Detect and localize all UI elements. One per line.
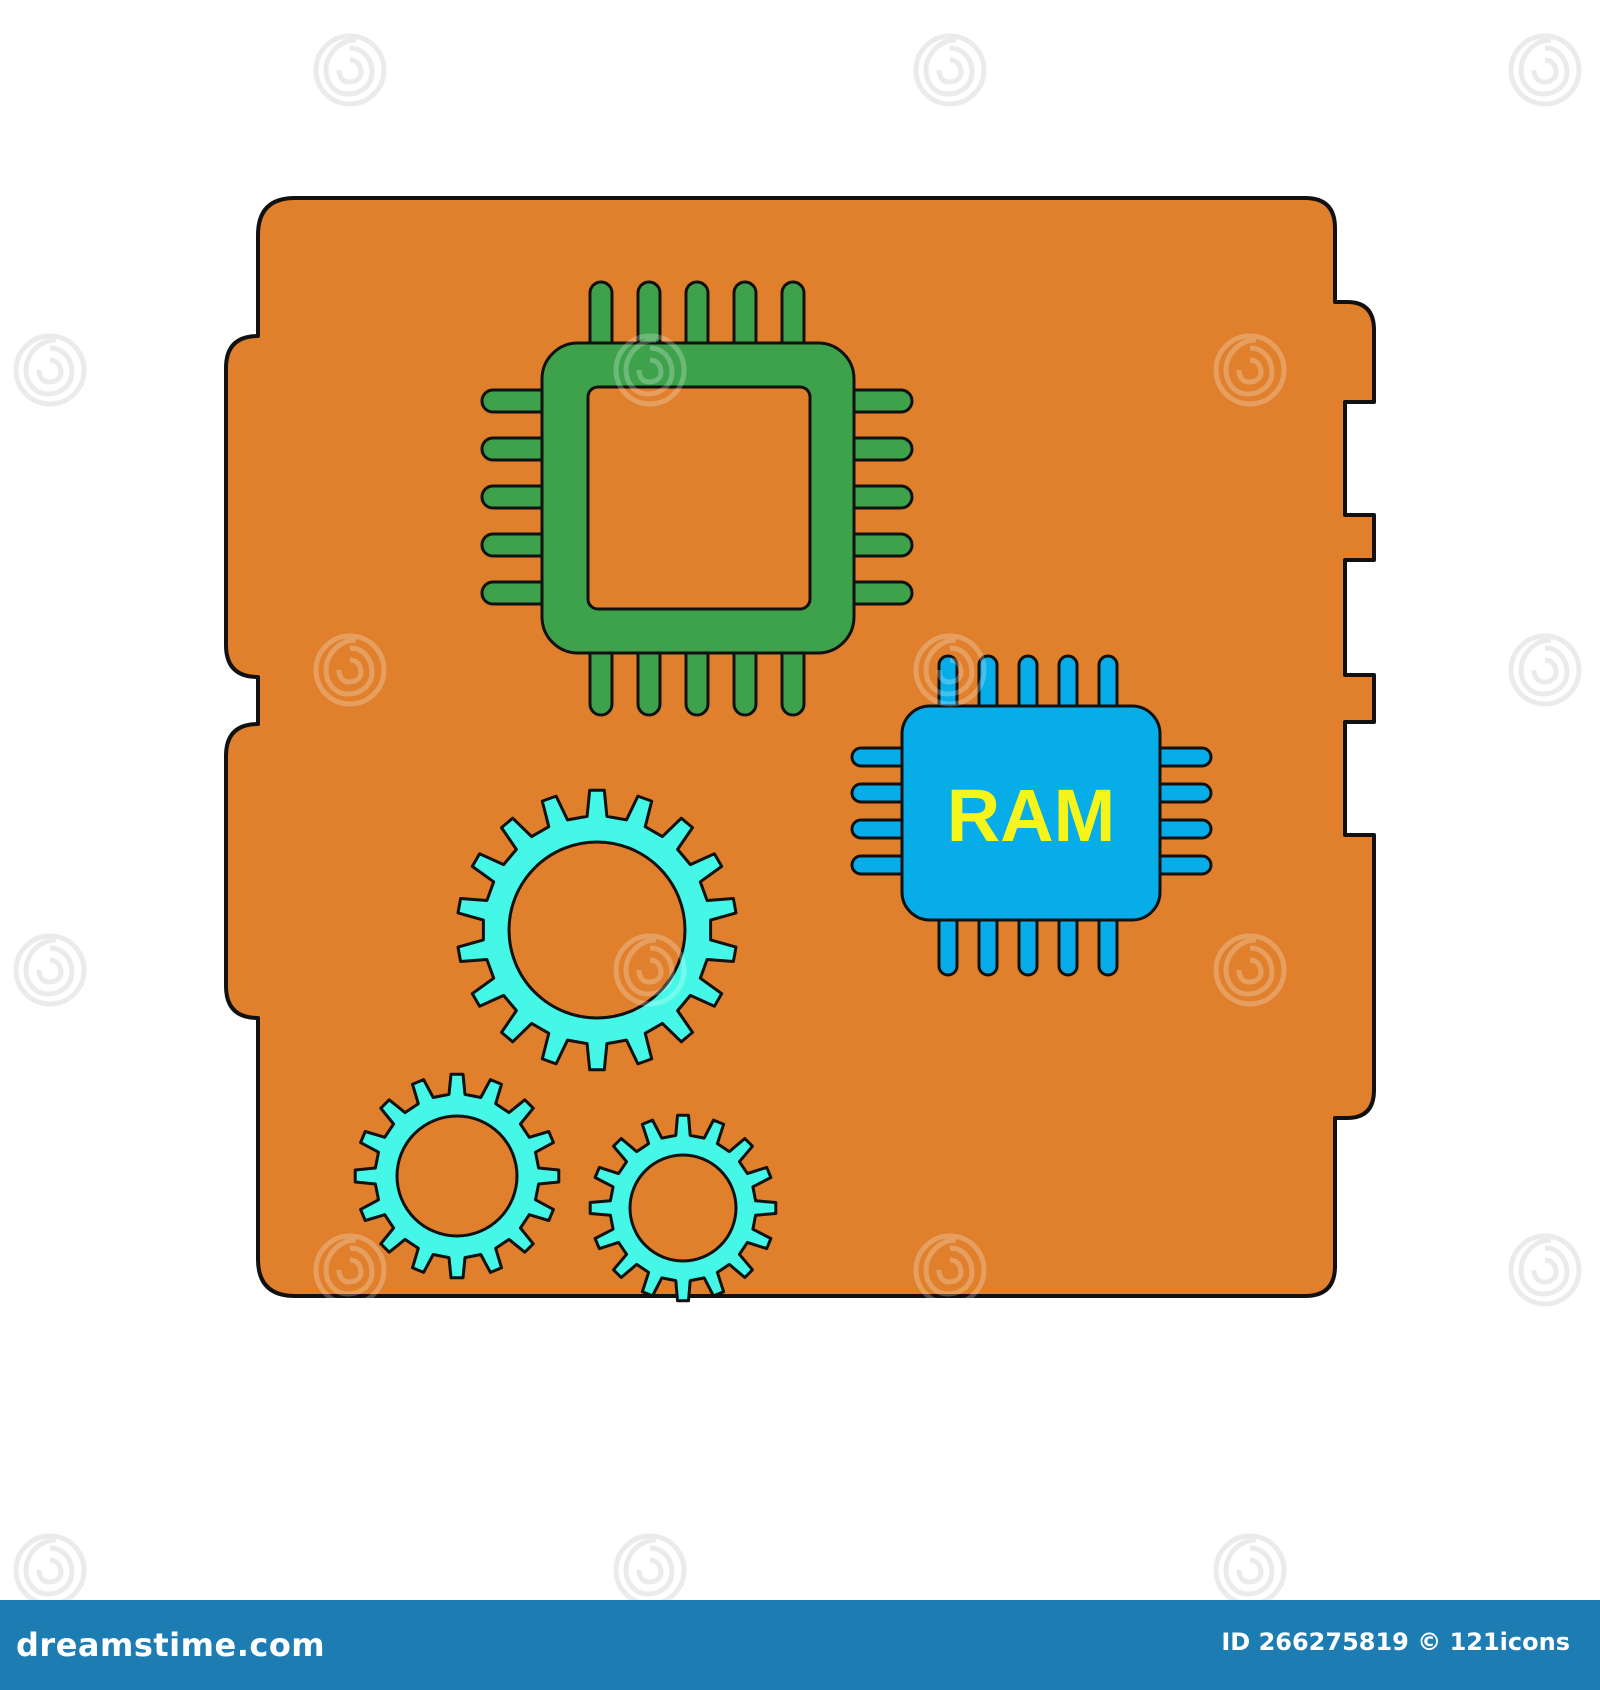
- cpu-chip-icon: [480, 280, 914, 717]
- watermark-image-id: ID 266275819 © 121icons: [1221, 1628, 1570, 1656]
- motherboard-illustration: RAM: [0, 0, 1600, 1600]
- gear-hole: [395, 1114, 519, 1238]
- gear-hole: [628, 1153, 738, 1263]
- ram-chip-icon: [850, 654, 1213, 977]
- gears-group: [353, 788, 778, 1303]
- watermark-site-name: dreamstime.com: [16, 1626, 326, 1664]
- watermark-footer-bar: dreamstime.com ID 266275819 © 121icons: [0, 1600, 1600, 1690]
- ram-label: RAM: [947, 774, 1116, 857]
